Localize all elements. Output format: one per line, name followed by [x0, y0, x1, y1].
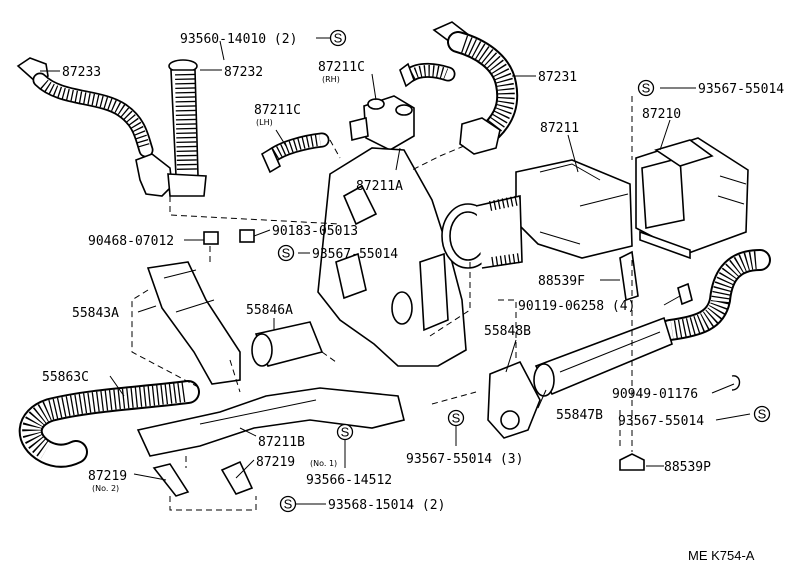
s-symbol-top: S	[329, 29, 347, 47]
label-88539p: 88539P	[664, 460, 711, 475]
s-symbol-bottom: S	[279, 495, 297, 513]
label-93568-15014: 93568-15014 (2)	[328, 498, 445, 513]
blower-housing-87211	[441, 159, 633, 269]
label-90949-01176: 90949-01176	[612, 387, 698, 402]
hose-87211c-rh	[399, 62, 456, 88]
cylinder-55846a	[251, 321, 324, 367]
label-87233: 87233	[62, 65, 101, 80]
label-93567-55014-bottom: 93567-55014 (3)	[406, 452, 523, 467]
ring-90949	[731, 375, 741, 391]
label-87211c-rh: 87211C	[318, 60, 365, 75]
svg-text:S: S	[341, 425, 350, 440]
s-symbol-right: S	[753, 405, 771, 423]
label-87211b: 87211B	[258, 435, 305, 450]
hose-right-long	[659, 249, 771, 341]
hose-87211c-lh	[260, 132, 330, 174]
label-55847b: 55847B	[556, 408, 603, 423]
hose-87232	[167, 59, 207, 197]
reference-code: ME K754-A	[688, 548, 755, 563]
svg-text:S: S	[758, 407, 767, 422]
s-symbol-right-top: S	[637, 79, 655, 97]
label-no2: (No. 2)	[92, 484, 119, 493]
hose-55863c	[18, 380, 200, 468]
label-90183-05013: 90183-05013	[272, 224, 358, 239]
label-55848b: 55848B	[484, 324, 531, 339]
label-rh: (RH)	[322, 75, 340, 84]
pipe-88539f	[619, 250, 639, 302]
label-93567-55014-right: 93567-55014	[618, 414, 704, 429]
hose-87233	[16, 57, 173, 197]
hose-87231	[432, 21, 519, 155]
part-labels: 87233 87232 93560-14010 (2) 87211C (RH) …	[42, 32, 784, 563]
label-87211: 87211	[540, 121, 579, 136]
label-88539f: 88539F	[538, 274, 585, 289]
screw-90119	[677, 282, 693, 306]
label-87219-no2: 87219	[88, 469, 127, 484]
label-93566-14512: 93566-14512	[306, 473, 392, 488]
clip-90468	[203, 231, 219, 245]
svg-text:S: S	[282, 246, 291, 261]
label-90119-06258: 90119-06258 (4)	[518, 299, 635, 314]
duct-87211b	[136, 387, 405, 457]
bracket-55848b	[487, 360, 541, 439]
heater-duct-frame	[317, 147, 467, 367]
duct-55847b	[533, 316, 673, 397]
unit-87210	[635, 137, 749, 260]
grommet-88539p	[619, 453, 645, 471]
label-87219-no1: 87219	[256, 455, 295, 470]
svg-text:S: S	[452, 411, 461, 426]
label-lh: (LH)	[256, 118, 273, 127]
bracket-87219-no2	[152, 463, 190, 497]
label-87232: 87232	[224, 65, 263, 80]
label-no1: (No. 1)	[310, 459, 337, 468]
label-87211c-lh: 87211C	[254, 103, 301, 118]
s-symbol-lower-center: S	[447, 409, 465, 427]
duct-55843a	[146, 261, 241, 385]
label-87210: 87210	[642, 107, 681, 122]
s-symbol-lower-mid: S	[336, 423, 354, 441]
bracket-87219-no1	[220, 460, 254, 495]
label-55846a: 55846A	[246, 303, 293, 318]
label-55843a: 55843A	[72, 306, 119, 321]
valve-housing-87211a	[349, 95, 415, 151]
assembly-lines	[131, 96, 633, 511]
label-87231: 87231	[538, 70, 577, 85]
label-93560-14010: 93560-14010 (2)	[180, 32, 297, 47]
leader-lines	[40, 37, 751, 505]
label-93567-55014-mid: 93567-55014	[312, 247, 398, 262]
label-87211a: 87211A	[356, 179, 403, 194]
svg-text:S: S	[284, 497, 293, 512]
svg-text:S: S	[642, 81, 651, 96]
label-55863c: 55863C	[42, 370, 89, 385]
clip-90183	[239, 229, 255, 243]
label-93567-55014-top-right: 93567-55014	[698, 82, 784, 97]
label-90468-07012: 90468-07012	[88, 234, 174, 249]
svg-text:S: S	[334, 31, 343, 46]
s-symbol-mid: S	[277, 244, 295, 262]
